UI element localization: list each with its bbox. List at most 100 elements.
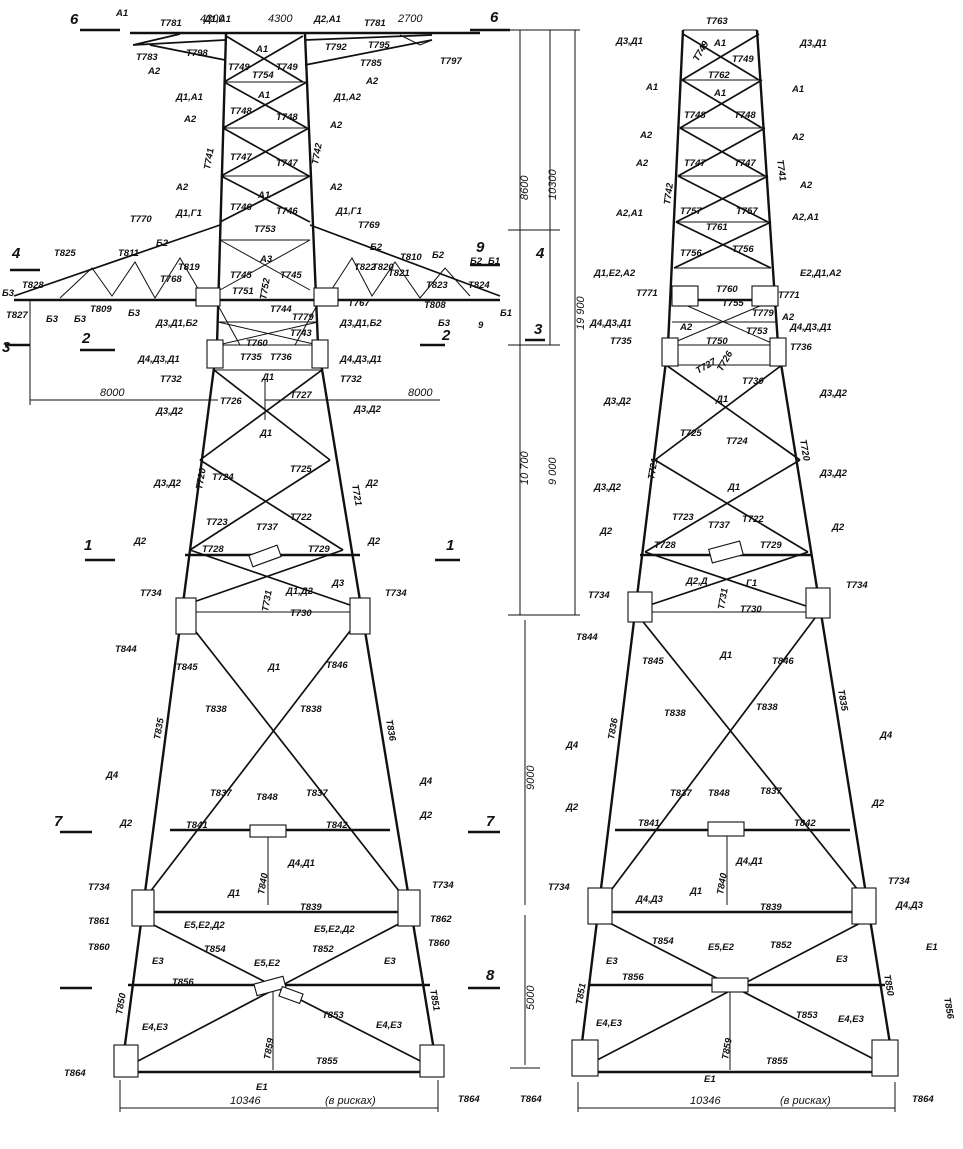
piece-mark: Д3,Д1 bbox=[615, 36, 643, 47]
member-tag: Т860 bbox=[88, 942, 110, 953]
member-tag: Т723 bbox=[206, 517, 228, 528]
section-label: 1 bbox=[446, 537, 454, 554]
member-tag: Т835 bbox=[835, 689, 850, 713]
piece-mark: Е3 bbox=[384, 956, 396, 967]
dimension-note: (в рисках) bbox=[780, 1095, 831, 1107]
dimension: 8600 bbox=[519, 175, 531, 200]
member-tag: Т741 bbox=[202, 147, 217, 170]
piece-mark: А2,А1 bbox=[615, 208, 643, 219]
member-tag: Т741 bbox=[774, 159, 788, 182]
member-tag: Т722 bbox=[742, 514, 764, 525]
member-tag: Т792 bbox=[325, 42, 347, 53]
piece-mark: Д3,Д2 bbox=[155, 406, 184, 417]
member-tag: Т728 bbox=[654, 540, 676, 551]
piece-mark: Г1 bbox=[746, 578, 757, 589]
dimension: 9000 bbox=[525, 765, 537, 790]
member-tag: Т748 bbox=[684, 110, 706, 121]
piece-mark: Д1 bbox=[261, 372, 274, 383]
member-tag: Т855 bbox=[316, 1056, 338, 1067]
piece-mark: А2 bbox=[329, 120, 343, 131]
piece-mark: Д3,Д2 bbox=[353, 404, 382, 415]
member-tag: Т845 bbox=[176, 662, 198, 673]
section-label: 7 bbox=[54, 813, 63, 830]
piece-mark: Е3 bbox=[152, 956, 164, 967]
dimension: 10300 bbox=[547, 169, 559, 200]
member-tag: Т862 bbox=[430, 914, 452, 925]
piece-mark: А2 bbox=[183, 114, 197, 125]
piece-mark: Д2 bbox=[365, 478, 379, 489]
piece-mark: Д1 bbox=[727, 482, 740, 493]
piece-mark: Е5,Е2 bbox=[708, 942, 735, 953]
member-tag: Т747 bbox=[684, 158, 706, 169]
member-tag: Т859 bbox=[720, 1037, 735, 1061]
section-label: 9 bbox=[476, 239, 485, 256]
piece-mark: А2 bbox=[635, 158, 649, 169]
section-label: 6 bbox=[490, 9, 499, 26]
piece-mark: Е4,Е3 bbox=[596, 1018, 623, 1029]
dimension: 10 700 bbox=[519, 450, 531, 485]
member-tag: Т762 bbox=[708, 70, 730, 81]
member-tag: Т837 bbox=[670, 788, 692, 799]
section-markers bbox=[5, 28, 545, 990]
piece-mark: Д1,А1 bbox=[203, 14, 231, 25]
member-tag: Т731 bbox=[716, 587, 731, 610]
member-tag: Т729 bbox=[308, 544, 330, 555]
member-tag: Т854 bbox=[652, 936, 674, 947]
member-tag: Т744 bbox=[270, 304, 292, 315]
member-tag: Т761 bbox=[706, 222, 728, 233]
member-tag: Т721 bbox=[646, 457, 661, 480]
member-tag: Т844 bbox=[115, 644, 137, 655]
piece-mark: А2 bbox=[365, 76, 379, 87]
member-tag: Т747 bbox=[276, 158, 298, 169]
member-tag: Т748 bbox=[276, 112, 298, 123]
piece-mark: А2 bbox=[799, 180, 813, 191]
piece-mark: А1 bbox=[257, 190, 270, 201]
piece-mark: Д2 bbox=[133, 536, 147, 547]
member-tag: Т851 bbox=[574, 982, 589, 1005]
member-tag: Т856 bbox=[172, 977, 194, 988]
member-tag: Т781 bbox=[364, 18, 386, 29]
piece-mark: Б3 bbox=[74, 314, 87, 325]
piece-mark: Д4,Д1 bbox=[735, 856, 763, 867]
piece-mark: Д4,Д3 bbox=[635, 894, 664, 905]
piece-mark: Д4,Д3,Д1 bbox=[589, 318, 632, 329]
member-tag: Т861 bbox=[88, 916, 110, 927]
member-tag: Т864 bbox=[64, 1068, 86, 1079]
piece-mark: Д4,Д3 bbox=[895, 900, 924, 911]
piece-mark: Д4,Д3,Д1 bbox=[137, 354, 180, 365]
member-tag: Т811 bbox=[118, 248, 139, 259]
member-tag: Т838 bbox=[300, 704, 322, 715]
piece-mark: Е2,Д1,А2 bbox=[800, 268, 842, 279]
member-tag: Т768 bbox=[160, 274, 182, 285]
member-tag: Т859 bbox=[262, 1037, 277, 1061]
piece-mark: А2 bbox=[175, 182, 189, 193]
member-tag: Т769 bbox=[358, 220, 380, 231]
member-tag: Т726 bbox=[220, 396, 242, 407]
member-tag: Т848 bbox=[256, 792, 278, 803]
side-gusset-plates bbox=[571, 285, 899, 1077]
member-tag: Т752 bbox=[258, 277, 273, 301]
member-tag: Т750 bbox=[706, 336, 728, 347]
member-tag: Т745 bbox=[230, 270, 252, 281]
piece-mark: Е4,Е3 bbox=[142, 1022, 169, 1033]
section-label: 2 bbox=[81, 330, 91, 347]
member-tag: Т848 bbox=[708, 788, 730, 799]
member-tag: Т835 bbox=[152, 717, 167, 741]
piece-mark: А1 bbox=[645, 82, 658, 93]
piece-mark: Б2 bbox=[432, 250, 445, 261]
piece-mark: Е1 bbox=[704, 1074, 716, 1085]
member-tag: Т783 bbox=[136, 52, 158, 63]
piece-mark: Д1,Е2,А2 bbox=[593, 268, 636, 279]
member-tag: Т734 bbox=[846, 580, 868, 591]
member-tag: Т821 bbox=[388, 268, 410, 279]
piece-mark: Д4,Д1 bbox=[287, 858, 315, 869]
member-tag: Т723 bbox=[672, 512, 694, 523]
member-tag: Т837 bbox=[210, 788, 232, 799]
member-tag: Т746 bbox=[230, 202, 252, 213]
member-tag: Т836 bbox=[606, 717, 621, 741]
member-tag: Т809 bbox=[90, 304, 112, 315]
member-tag: Т839 bbox=[760, 902, 782, 913]
member-tag: Т760 bbox=[716, 284, 738, 295]
member-tag: Т756 bbox=[732, 244, 754, 255]
